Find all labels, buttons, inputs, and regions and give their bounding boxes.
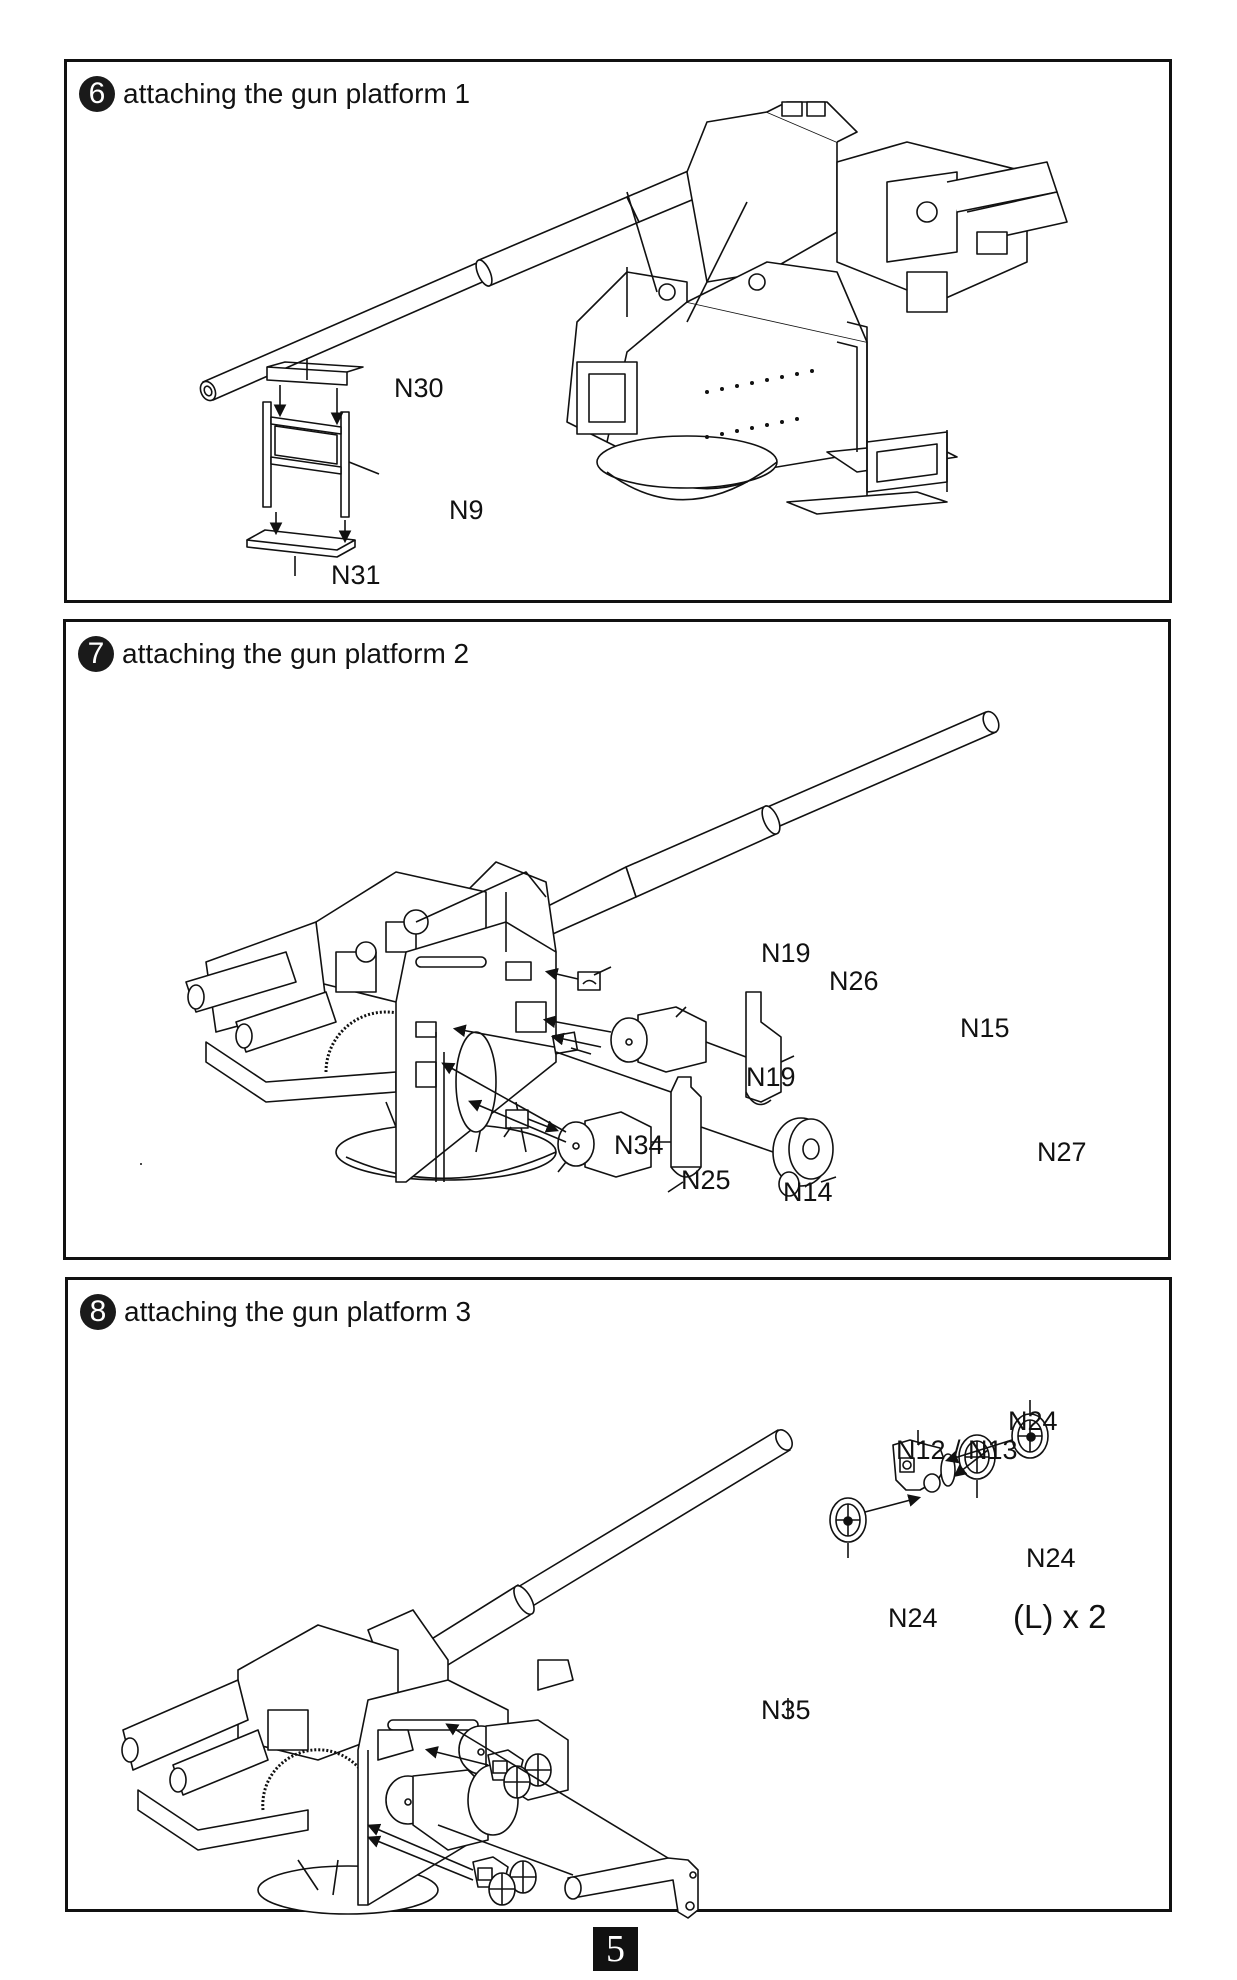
step-number-badge: 7 — [78, 636, 114, 672]
step-title: attaching the gun platform 2 — [122, 638, 470, 669]
step-7-panel: 7 attaching the gun platform 2 — [63, 619, 1171, 1260]
carriage-side-plate — [396, 872, 556, 1182]
gun-cradle — [687, 102, 1067, 312]
gun-drawing-step-7 — [140, 622, 1174, 1263]
part-label-n35: N35 — [761, 1695, 811, 1725]
part-label-n24-bottom: N24 — [888, 1603, 938, 1633]
part-label-n19-bottom: N19 — [746, 1062, 796, 1092]
part-label-n27: N27 — [1037, 1137, 1087, 1167]
step-title: attaching the gun platform 1 — [123, 78, 471, 109]
step-title: attaching the gun platform 3 — [124, 1296, 472, 1327]
crank-handle — [565, 1858, 698, 1918]
guide-lines — [367, 1698, 788, 1880]
wheel-assembly-lower — [473, 1857, 536, 1905]
wheel-assembly-upper — [488, 1750, 551, 1798]
step-6-panel: 6 attaching the gun platform 1 — [64, 59, 1172, 603]
step-8-panel: 8 attaching the gun platform 3 — [65, 1277, 1172, 1912]
gun-carriage — [567, 192, 867, 500]
step-7-header: 7 attaching the gun platform 2 — [78, 636, 469, 672]
gun-barrel — [536, 709, 1002, 937]
stray-dot — [140, 1163, 142, 1165]
platform-exploded-parts — [247, 358, 379, 576]
part-label-n14: N14 — [783, 1177, 833, 1207]
step-8-header: 8 attaching the gun platform 3 — [80, 1294, 471, 1330]
exploded-parts — [441, 967, 833, 1196]
page-number: 5 — [593, 1927, 638, 1971]
gun-barrel — [398, 1427, 796, 1688]
platform-assembled — [787, 322, 957, 514]
gun-drawing-step-8 — [68, 1280, 1175, 1915]
part-label-n26: N26 — [829, 966, 879, 996]
step-6-header: 6 attaching the gun platform 1 — [79, 76, 470, 112]
part-label-n15: N15 — [960, 1013, 1010, 1043]
part-label-n25: N25 — [681, 1165, 731, 1195]
gun-drawing-step-6 — [67, 62, 1175, 606]
part-label-n19-top: N19 — [761, 938, 811, 968]
gun-cradle — [122, 1610, 448, 1850]
part-label-n34: N34 — [614, 1130, 664, 1160]
part-label-n24-middle: N24 — [1026, 1543, 1076, 1573]
step-number-badge: 8 — [80, 1294, 116, 1330]
step-number-badge: 6 — [79, 76, 115, 112]
axle-wheel-subassembly — [830, 1400, 1048, 1558]
leader-lines — [504, 967, 836, 1192]
part-label-n31: N31 — [331, 560, 381, 590]
part-label-n9: N9 — [449, 495, 484, 525]
part-label-n30: N30 — [394, 373, 444, 403]
rivet-rows — [705, 369, 814, 439]
part-label-n12-n13: N12 / N13 — [896, 1435, 1018, 1465]
part-label-n24-top: N24 — [1008, 1406, 1058, 1436]
quantity-note: (L) x 2 — [1013, 1598, 1107, 1635]
